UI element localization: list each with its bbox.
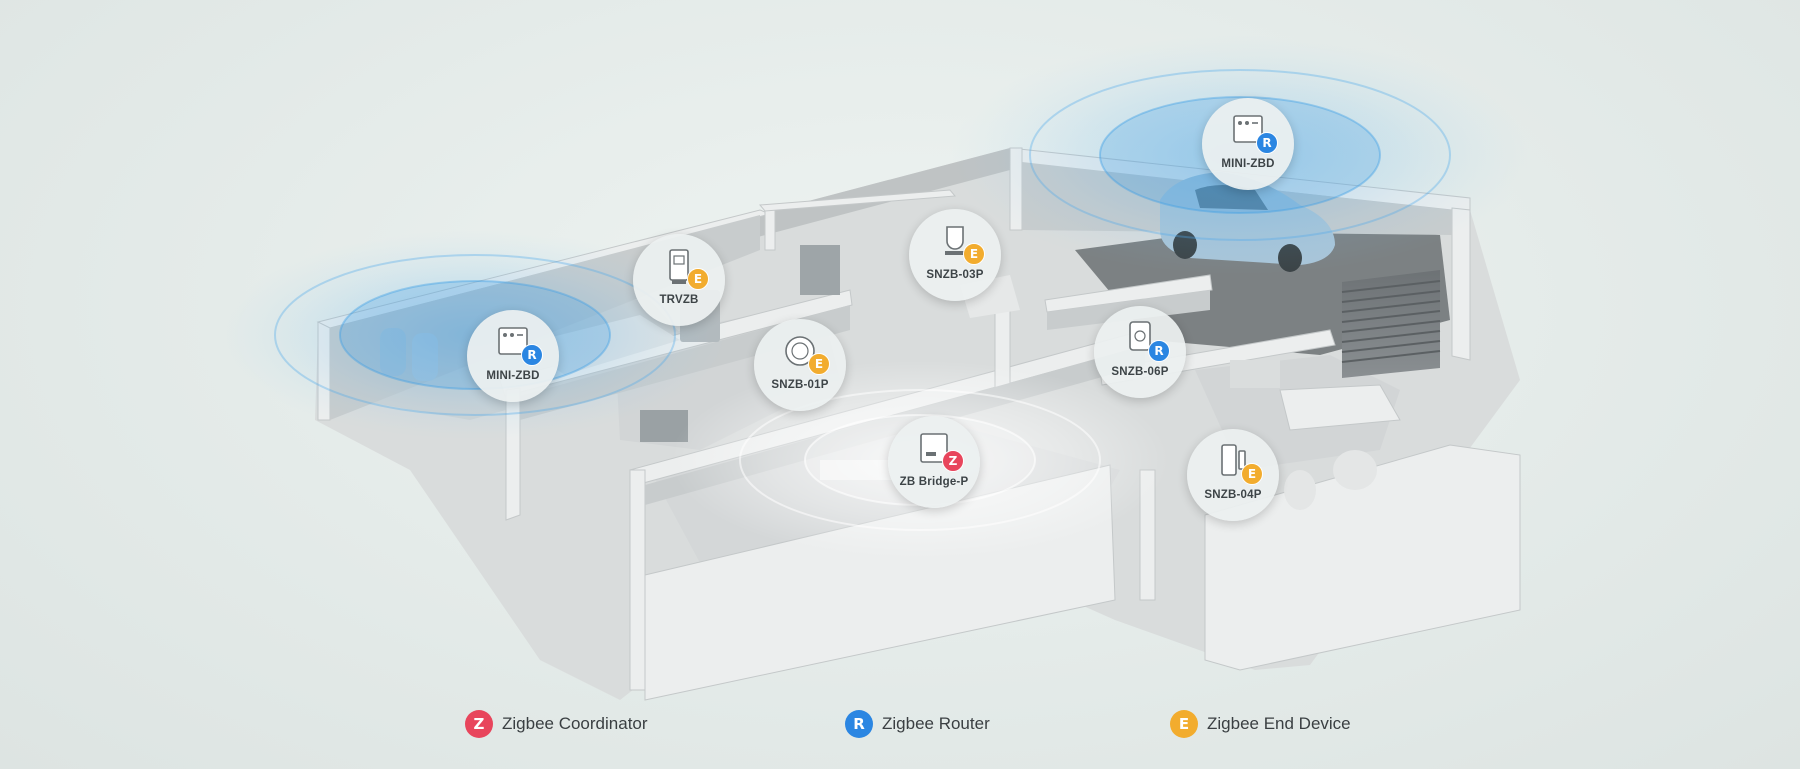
- coordinator-role-icon: Z: [942, 450, 964, 472]
- device-badge-mini-zbd-garage: R MINI-ZBD: [1202, 98, 1294, 190]
- wireless-button-icon: [785, 336, 815, 366]
- coordinator-icon: Z: [465, 710, 493, 738]
- end-device-role-icon: E: [1241, 463, 1263, 485]
- device-badge-snzb-06p: R SNZB-06P: [1094, 306, 1186, 398]
- device-badge-zb-bridge-p: Z ZB Bridge-P: [888, 416, 980, 508]
- presence-sensor-icon: [1129, 321, 1151, 351]
- device-badge-snzb-01p: E SNZB-01P: [754, 319, 846, 411]
- motion-sensor-icon: [945, 226, 965, 255]
- legend-item-router: R Zigbee Router: [845, 708, 990, 740]
- device-label: SNZB-06P: [1111, 366, 1169, 378]
- end-device-role-icon: E: [808, 353, 830, 375]
- device-label: MINI-ZBD: [486, 370, 540, 382]
- mini-switch-icon: [1233, 115, 1263, 143]
- router-role-icon: R: [1148, 340, 1170, 362]
- legend-item-end-device: E Zigbee End Device: [1170, 708, 1351, 740]
- door-sensor-icon: [1221, 444, 1246, 476]
- legend-label: Zigbee End Device: [1207, 714, 1351, 733]
- device-label: ZB Bridge-P: [899, 476, 969, 488]
- legend: Z Zigbee Coordinator R Zigbee Router E Z…: [0, 708, 1800, 740]
- legend-item-coordinator: Z Zigbee Coordinator: [465, 708, 648, 740]
- device-label: MINI-ZBD: [1221, 158, 1275, 170]
- router-icon: R: [845, 710, 873, 738]
- mini-switch-icon: [498, 327, 528, 355]
- device-label: TRVZB: [659, 294, 699, 306]
- device-badge-snzb-04p: E SNZB-04P: [1187, 429, 1279, 521]
- end-device-role-icon: E: [963, 243, 985, 265]
- router-role-icon: R: [1256, 132, 1278, 154]
- device-label: SNZB-01P: [771, 379, 829, 391]
- device-badge-mini-zbd-bedroom: R MINI-ZBD: [467, 310, 559, 402]
- legend-label: Zigbee Coordinator: [502, 714, 648, 733]
- garage-door: [1341, 270, 1441, 378]
- device-label: SNZB-04P: [1204, 489, 1262, 501]
- device-badge-snzb-03p: E SNZB-03P: [909, 209, 1001, 301]
- thermostat-valve-icon: [669, 249, 689, 284]
- end-device-icon: E: [1170, 710, 1198, 738]
- end-device-role-icon: E: [687, 268, 709, 290]
- bridge-hub-icon: [920, 433, 948, 463]
- device-badge-trvzb: E TRVZB: [633, 234, 725, 326]
- device-label: SNZB-03P: [926, 269, 984, 281]
- legend-label: Zigbee Router: [882, 714, 990, 733]
- router-role-icon: R: [521, 344, 543, 366]
